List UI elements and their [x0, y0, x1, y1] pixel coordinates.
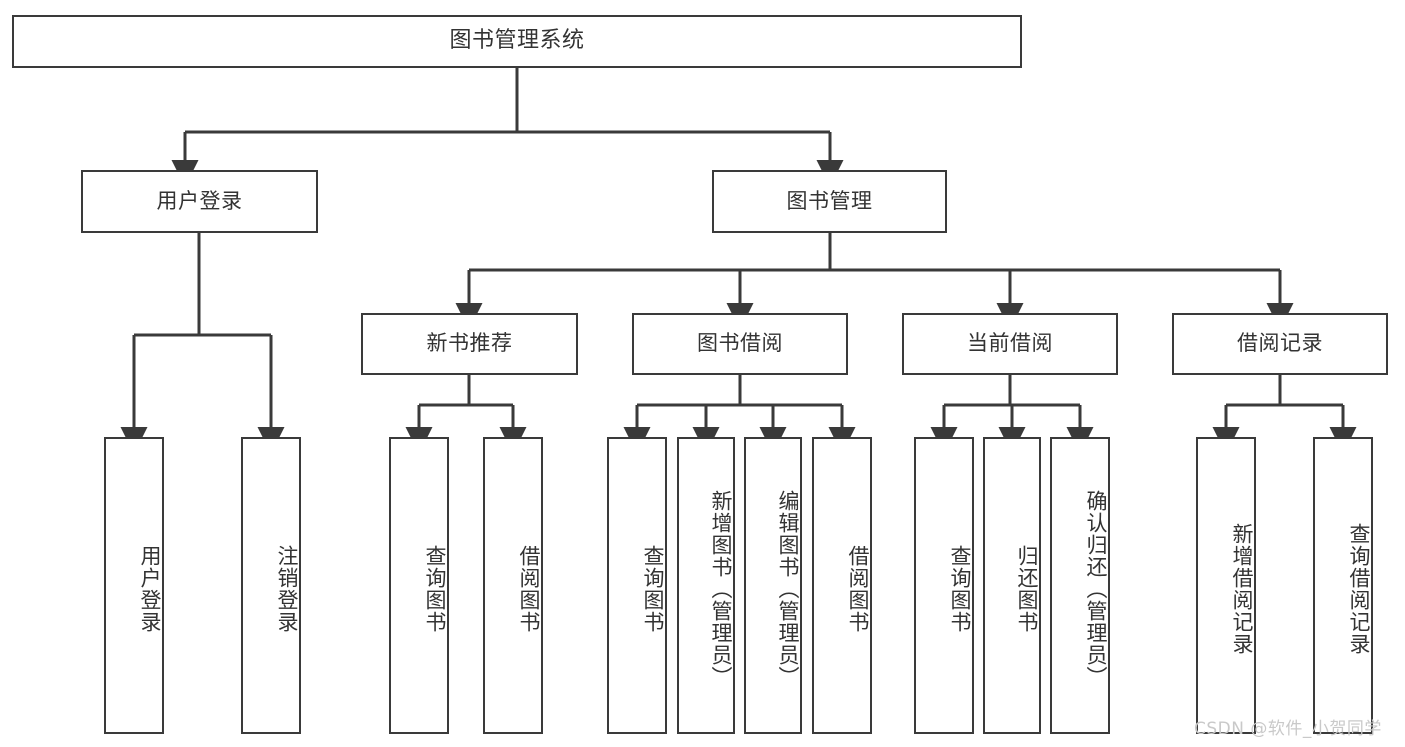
leaf-current-return-book[interactable]: 归还图书: [983, 437, 1041, 734]
leaf-record-query-borrow-record[interactable]: 查询借阅记录: [1313, 437, 1373, 734]
node-user-login[interactable]: 用户登录: [81, 170, 318, 233]
csdn-watermark: CSDN @软件_小贺同学: [1194, 719, 1382, 739]
leaf-user-login-signin[interactable]: 用户登录: [104, 437, 164, 734]
leaf-borrow-query-book[interactable]: 查询图书: [607, 437, 667, 734]
leaf-current-query-book[interactable]: 查询图书: [914, 437, 974, 734]
node-current-borrow[interactable]: 当前借阅: [902, 313, 1118, 375]
node-book-borrow[interactable]: 图书借阅: [632, 313, 848, 375]
leaf-borrow-edit-book-admin[interactable]: 编辑图书（管理员）: [744, 437, 802, 734]
leaf-recommend-borrow-book[interactable]: 借阅图书: [483, 437, 543, 734]
leaf-user-login-signout[interactable]: 注销登录: [241, 437, 301, 734]
leaf-borrow-add-book-admin[interactable]: 新增图书（管理员）: [677, 437, 735, 734]
leaf-borrow-borrow-book[interactable]: 借阅图书: [812, 437, 872, 734]
leaf-current-confirm-return-admin[interactable]: 确认归还（管理员）: [1050, 437, 1110, 734]
leaf-recommend-query-book[interactable]: 查询图书: [389, 437, 449, 734]
node-book-management[interactable]: 图书管理: [712, 170, 947, 233]
node-new-book-recommend[interactable]: 新书推荐: [361, 313, 578, 375]
node-root-book-management-system[interactable]: 图书管理系统: [12, 15, 1022, 68]
node-borrow-record[interactable]: 借阅记录: [1172, 313, 1388, 375]
leaf-record-add-borrow-record[interactable]: 新增借阅记录: [1196, 437, 1256, 734]
